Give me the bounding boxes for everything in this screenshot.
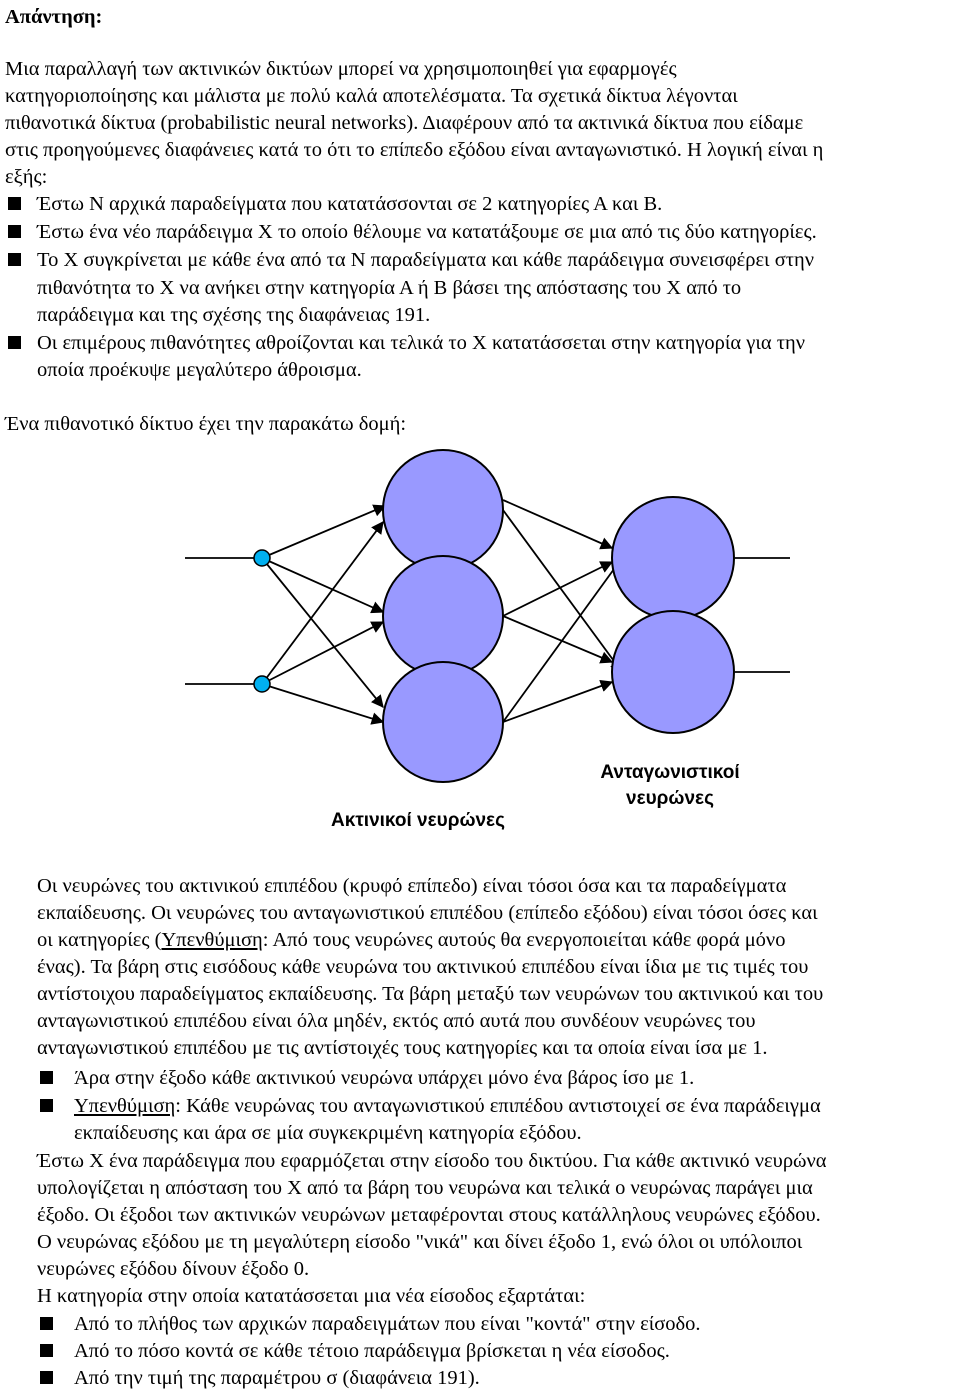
connections-radial-to-competitive — [502, 499, 623, 723]
list-item: Άρα στην έξοδο κάθε ακτινικού νευρώνα υπ… — [74, 1067, 695, 1089]
connection-edge — [502, 509, 623, 674]
radial-neuron — [382, 449, 504, 571]
connection-edge — [502, 561, 614, 617]
radial-neuron — [382, 555, 504, 677]
competitive-neurons-label: Ανταγωνιστικοί νευρώνες — [570, 760, 770, 812]
connection-edge — [261, 504, 387, 559]
bullet-square-icon — [40, 1099, 53, 1112]
paragraph-line: Έστω Χ ένα παράδειγμα που εφαρμόζεται στ… — [37, 1150, 827, 1172]
text-run: : Από τους νευρώνες αυτούς θα ενεργοποιε… — [262, 929, 786, 951]
paragraph-line: Οι νευρώνες του ακτινικού επιπέδου (κρυφ… — [37, 875, 787, 897]
list-item-continuation: οποία προέκυψε μεγαλύτερο άθροισμα. — [37, 359, 362, 381]
paragraph-line: υπολογίζεται η απόσταση του Χ από τα βάρ… — [37, 1177, 813, 1199]
paragraph-line: νευρώνες εξόδου δίνουν έξοδο 0. — [37, 1258, 310, 1280]
list-item: Από το πόσο κοντά σε κάθε τέτοιο παράδει… — [74, 1340, 670, 1362]
connection-edge — [261, 557, 384, 708]
connection-edge — [502, 615, 614, 664]
list-item: Το Χ συγκρίνεται με κάθε ένα από τα Ν πα… — [37, 249, 814, 271]
connection-edge — [261, 557, 385, 614]
paragraph-line: αντίστοιχου παραδείγματος εκπαίδευσης. Τ… — [37, 983, 824, 1005]
competitive-neurons — [611, 496, 735, 734]
paragraph-line: έξοδο. Οι έξοδοι των ακτινικών νευρώνων … — [37, 1204, 821, 1226]
reminder-underlined: Υπενθύμιση — [74, 1095, 176, 1117]
connection-edge — [261, 520, 384, 685]
paragraph-line: οι κατηγορίες (Υπενθύμιση: Από τους νευρ… — [37, 927, 785, 953]
list-item-continuation: παράδειγμα και της σχέσης της διαφάνειας… — [37, 304, 431, 326]
list-item: Έστω Ν αρχικά παραδείγματα που κατατάσσο… — [37, 193, 663, 215]
connection-edge — [261, 621, 385, 685]
paragraph-line: ανταγωνιστικού επιπέδου με τις αντίστοιχ… — [37, 1037, 768, 1059]
intro-line: Μια παραλλαγή των ακτινικών δικτύων μπορ… — [5, 58, 677, 80]
text-run: : Κάθε νευρώνας του ανταγωνιστικού επιπέ… — [175, 1095, 821, 1117]
connection-edge — [502, 499, 614, 550]
radial-neurons-label: Ακτινικοί νευρώνες — [331, 810, 505, 831]
bullet-square-icon — [8, 197, 21, 210]
bullet-square-icon — [40, 1371, 53, 1384]
radial-neurons — [382, 449, 504, 783]
intro-line: στις προηγούμενες διαφάνειες κατά το ότι… — [5, 139, 824, 161]
list-item: Έστω ένα νέο παράδειγμα Χ το οποίο θέλου… — [37, 221, 817, 243]
intro-line: εξής: — [5, 166, 48, 188]
input-node — [253, 549, 271, 567]
paragraph-line: ένας). Τα βάρη στις εισόδους κάθε νευρών… — [37, 956, 809, 978]
bullet-square-icon — [8, 253, 21, 266]
list-item: Οι επιμέρους πιθανότητες αθροίζονται και… — [37, 332, 805, 354]
intro-line: πιθανοτικά δίκτυα (probabilistic neural … — [5, 112, 804, 134]
list-item: Από το πλήθος των αρχικών παραδειγμάτων … — [74, 1313, 701, 1335]
intro-line: κατηγοριοποίησης και μάλιστα με πολύ καλ… — [5, 85, 738, 107]
competitive-label-line: νευρώνες — [626, 788, 714, 809]
competitive-label-line: Ανταγωνιστικοί — [600, 762, 740, 783]
connections-input-to-radial — [261, 504, 387, 725]
bullet-square-icon — [40, 1317, 53, 1330]
connection-edge — [261, 683, 385, 725]
paragraph-line: ανταγωνιστικού επιπέδου είναι όλα μηδέν,… — [37, 1010, 756, 1032]
input-node — [253, 675, 271, 693]
radial-neuron — [382, 661, 504, 783]
input-nodes — [253, 549, 271, 693]
competitive-neuron — [611, 610, 735, 734]
bullet-square-icon — [40, 1344, 53, 1357]
structure-intro: Ένα πιθανοτικό δίκτυο έχει την παρακάτω … — [5, 413, 407, 435]
list-item-continuation: εκπαίδευσης και άρα σε μία συγκεκριμένη … — [74, 1122, 582, 1144]
list-item-continuation: πιθανότητα το Χ να ανήκει στην κατηγορία… — [37, 277, 742, 299]
input-lines — [185, 557, 255, 685]
paragraph-line: Η κατηγορία στην οποία κατατάσσεται μια … — [37, 1285, 586, 1307]
connection-edge — [502, 556, 623, 723]
bullet-square-icon — [8, 225, 21, 238]
bullet-square-icon — [40, 1071, 53, 1084]
answer-heading: Απάντηση: — [5, 6, 103, 28]
list-item: Από την τιμή της παραμέτρου σ (διαφάνεια… — [74, 1367, 480, 1389]
bullet-square-icon — [8, 336, 21, 349]
paragraph-line: εκπαίδευσης. Οι νευρώνες του ανταγωνιστι… — [37, 902, 818, 924]
text-run: οι κατηγορίες ( — [37, 929, 162, 951]
connection-edge — [502, 679, 614, 723]
paragraph-line: Ο νευρώνας εξόδου με τη μεγαλύτερη είσοδ… — [37, 1231, 803, 1253]
competitive-neuron — [611, 496, 735, 620]
output-lines — [735, 557, 790, 673]
list-item: Υπενθύμιση: Κάθε νευρώνας του ανταγωνιστ… — [74, 1093, 821, 1119]
reminder-underlined: Υπενθύμιση — [161, 929, 263, 951]
